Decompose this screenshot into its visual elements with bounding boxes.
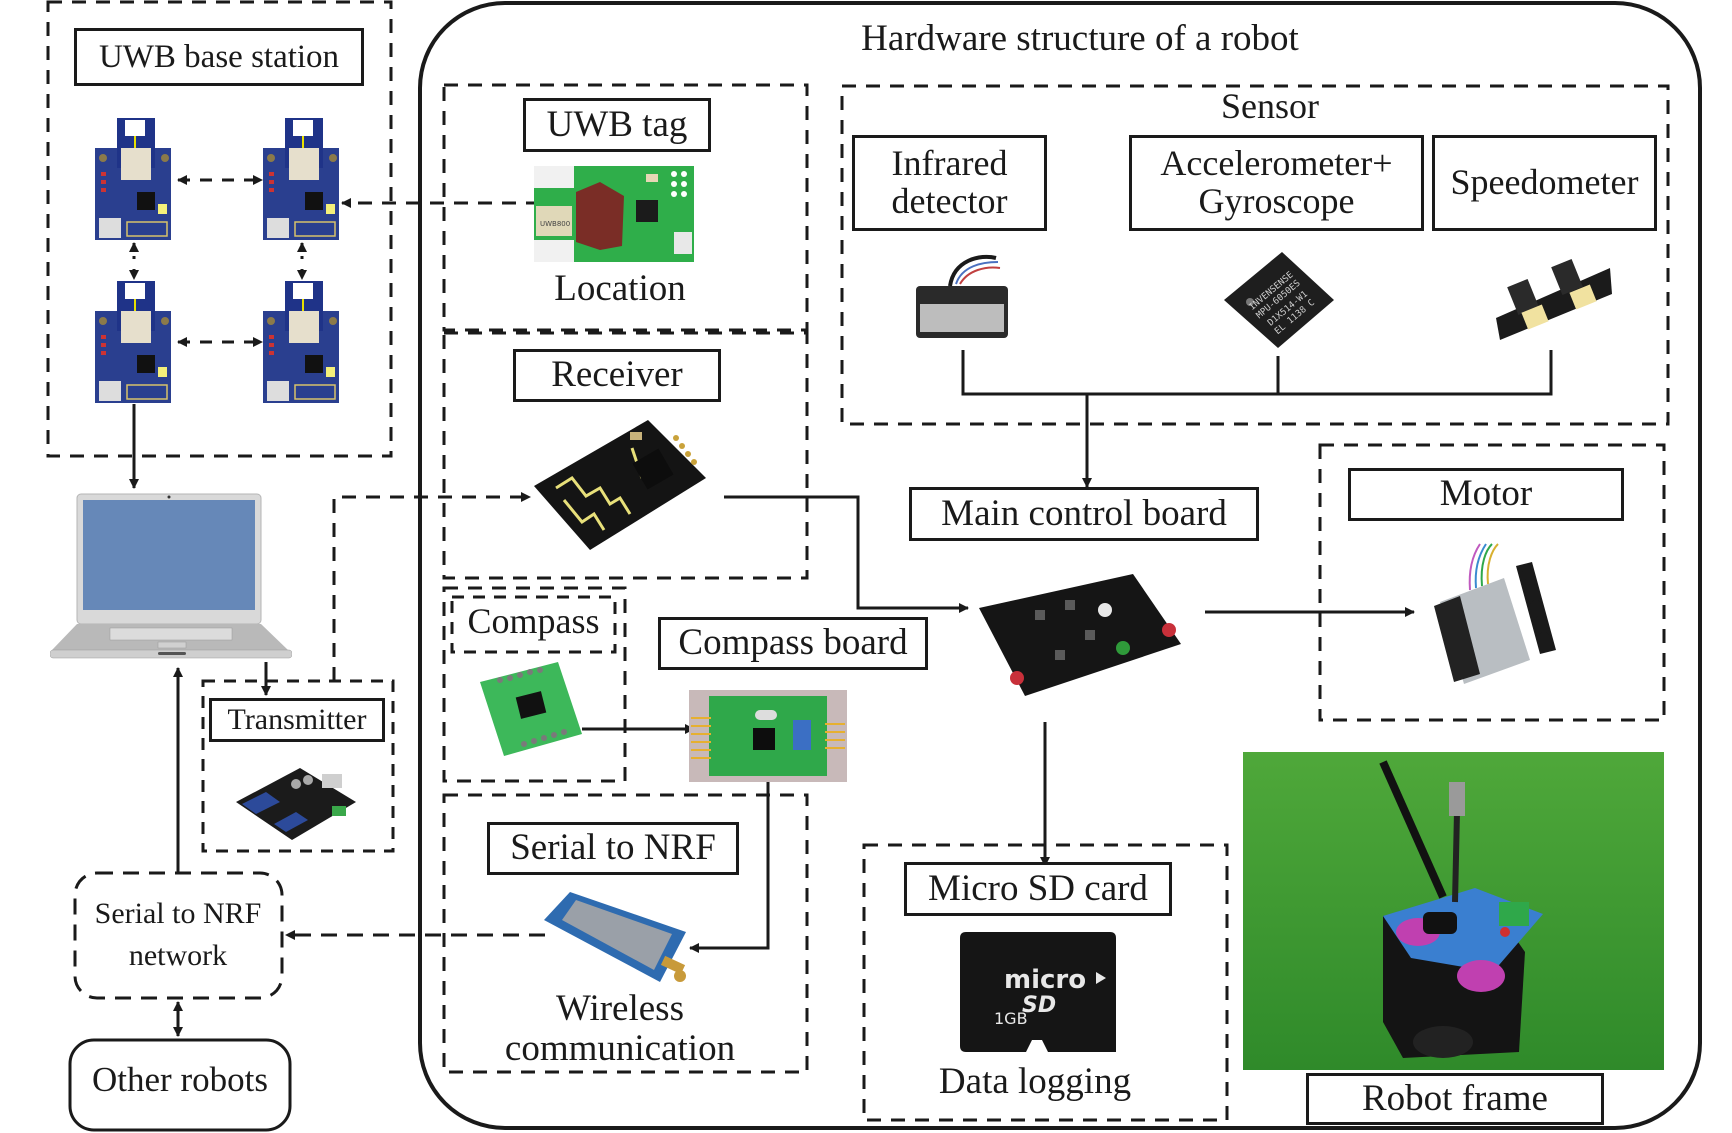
data-logging-caption: Data logging [938,1061,1132,1102]
transmitter-board-icon [236,768,356,840]
uwb-anchor-board-icon [95,281,171,403]
uwb-anchor-board-icon [263,118,339,240]
speedometer-sensor-icon [1496,258,1612,340]
compass-label: Compass [467,601,600,641]
uwb-anchor-board-icon [95,118,171,240]
infrared-detector-icon [916,254,1008,338]
serial-network-label-line2: network [128,939,228,972]
compass-board-icon [689,690,847,782]
transmitter-label: Transmitter [209,698,385,742]
micro-sd-card-icon: micro SD 1GB [960,932,1116,1052]
main-control-board-label: Main control board [909,487,1259,541]
robot-hardware-frame [418,1,1702,1130]
motor-icon [1434,543,1556,684]
receiver-module-icon [534,420,706,550]
main-control-board-icon [979,574,1181,696]
compass-sensor-icon [480,662,582,756]
motor-label: Motor [1348,468,1624,521]
micro-sd-label: Micro SD card [904,862,1172,916]
uwb-anchor-board-icon [263,281,339,403]
serial-network-label-line1: Serial to NRF [94,897,262,930]
accel-label-line2: Gyroscope [1198,181,1355,221]
accelerometer-gyroscope-label: Accelerometer+ Gyroscope [1129,135,1424,231]
serial-nrf-group-border [442,793,809,1074]
uwb-tag-label: UWB tag [523,98,711,152]
other-robots-border [68,1038,292,1132]
uwb-tag-caption: Location [554,268,686,309]
sensor-group-border [840,84,1670,426]
laptop-icon [50,493,292,659]
base-station-group-border [46,0,393,458]
compass-group-border [442,586,627,783]
robot-frame-label: Robot frame [1306,1073,1604,1125]
uwb-base-station-label: UWB base station [74,28,364,86]
serial-nrf-caption-line1: Wireless [556,988,684,1029]
svg-text:1GB: 1GB [994,1009,1028,1028]
compass-board-label: Compass board [658,617,928,670]
serial-nrf-module-icon [544,892,686,982]
robot-frame-photo [1243,752,1664,1070]
other-robots-label: Other robots [92,1060,268,1099]
serial-nrf-label: Serial to NRF [487,822,739,875]
serial-nrf-caption-line2: communication [504,1028,736,1069]
sensor-group-label: Sensor [1221,86,1319,126]
serial-network-border [73,871,284,1000]
speedometer-label: Speedometer [1432,135,1657,231]
motor-group-border [1318,443,1666,722]
infrared-detector-label: Infrared detector [852,135,1047,231]
svg-text:micro: micro [1004,965,1086,995]
infrared-label-line2: detector [891,181,1008,221]
receiver-label: Receiver [513,349,721,402]
mpu6050-chip-icon: INVENSENSE MPU-6050ES D1X514-W1 EL 1138 … [1224,252,1334,348]
receiver-group-border [442,331,809,580]
accel-label-line1: Accelerometer+ [1160,143,1393,184]
svg-text:UWB800: UWB800 [540,220,570,228]
diagram-title: Hardware structure of a robot [861,18,1299,59]
infrared-label-line1: Infrared [891,143,1008,184]
uwb-tag-board-icon: UWB800 [534,166,694,262]
svg-text:SD: SD [1022,993,1056,1018]
compass-label-dash-border [450,595,617,654]
transmitter-group-border [201,679,395,853]
uwb-tag-group-border [442,83,809,332]
